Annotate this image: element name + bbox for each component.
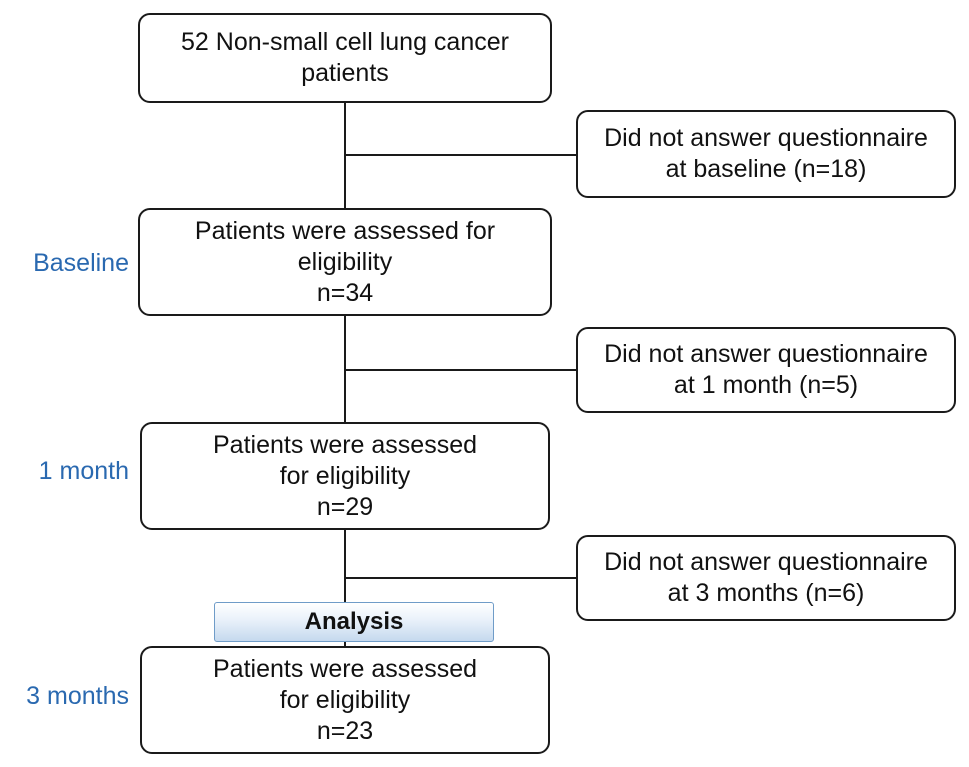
exclusion-month3-line2: at 3 months (n=6) (667, 579, 865, 607)
stage-label-1-month: 1 month (38, 457, 129, 485)
box-month1-assessed: Patients were assessed for eligibility n… (140, 422, 550, 530)
stage-label-3-months: 3 months (26, 682, 129, 710)
box-month3-count: n=23 (316, 716, 374, 745)
box-month3-line1: Patients were assessed (212, 654, 478, 683)
box-baseline-line1: Patients were assessed for (194, 216, 496, 245)
box-start-patients: 52 Non-small cell lung cancer patients (138, 13, 552, 103)
box-exclusion-month1: Did not answer questionnaire at 1 month … (576, 327, 956, 413)
box-month3-assessed: Patients were assessed for eligibility n… (140, 646, 550, 754)
box-month1-line2: for eligibility (279, 461, 411, 490)
exclusion-baseline-line1: Did not answer questionnaire (604, 124, 928, 152)
exclusion-month1-line1: Did not answer questionnaire (604, 340, 928, 368)
box-start-line1: 52 Non-small cell lung cancer (181, 28, 509, 56)
stage-label-baseline: Baseline (33, 249, 129, 277)
box-baseline-count: n=34 (316, 278, 374, 307)
analysis-label: Analysis (304, 608, 404, 635)
box-month3-line2: for eligibility (279, 685, 411, 714)
box-month1-line1: Patients were assessed (212, 430, 478, 459)
box-baseline-line2: eligibility (297, 247, 393, 276)
box-month1-count: n=29 (316, 492, 374, 521)
exclusion-month3-line1: Did not answer questionnaire (604, 548, 928, 576)
exclusion-baseline-line2: at baseline (n=18) (665, 155, 867, 183)
box-baseline-assessed: Patients were assessed for eligibility n… (138, 208, 552, 316)
box-exclusion-baseline: Did not answer questionnaire at baseline… (576, 110, 956, 198)
box-start-line2: patients (301, 59, 389, 87)
analysis-banner: Analysis (214, 602, 494, 642)
exclusion-month1-line2: at 1 month (n=5) (673, 371, 859, 399)
box-exclusion-month3: Did not answer questionnaire at 3 months… (576, 535, 956, 621)
